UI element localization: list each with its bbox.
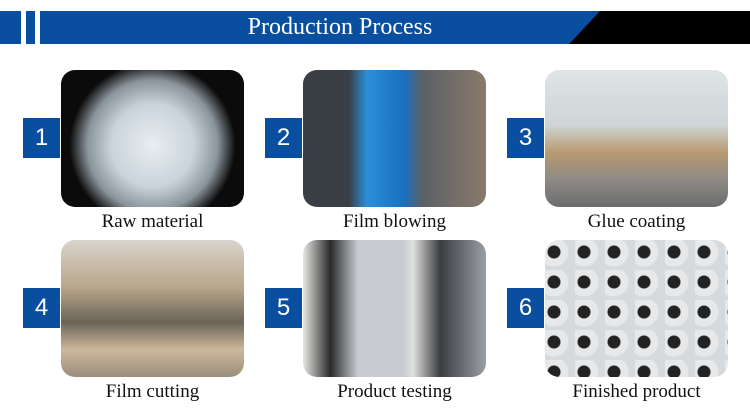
step-label: Finished product — [572, 381, 701, 402]
step-number: 6 — [507, 288, 544, 328]
step-number: 5 — [265, 288, 302, 328]
header-banner: Production Process — [0, 11, 750, 44]
product-testing-photo — [303, 240, 486, 377]
step-label: Film cutting — [105, 381, 200, 402]
finished-product-photo — [545, 240, 728, 377]
step-number: 2 — [265, 118, 302, 158]
banner-main — [40, 11, 600, 44]
step-number: 1 — [23, 118, 60, 158]
step-number: 4 — [23, 288, 60, 328]
glue-coating-photo — [545, 70, 728, 207]
film-cutting-photo — [61, 240, 244, 377]
page-title: Production Process — [247, 14, 433, 40]
raw-material-photo — [61, 70, 244, 207]
step-label: Glue coating — [587, 211, 686, 232]
banner-stripe — [0, 11, 21, 44]
step-label: Raw material — [101, 211, 204, 232]
step-number: 3 — [507, 118, 544, 158]
banner-stripe — [26, 11, 35, 44]
step-label: Product testing — [337, 381, 452, 402]
step-label: Film blowing — [343, 211, 446, 232]
film-blowing-photo — [303, 70, 486, 207]
